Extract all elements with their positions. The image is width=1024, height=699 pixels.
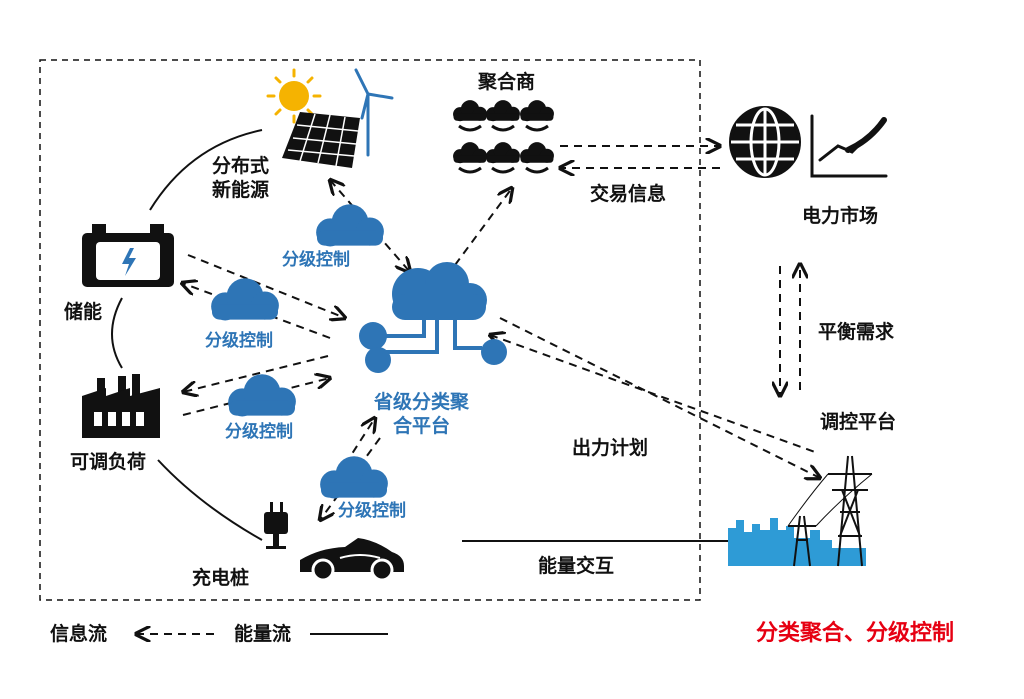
aggregator-cloud-icon xyxy=(453,100,487,122)
edge-graded-control-label-2: 分级控制 xyxy=(205,331,273,351)
plug-icon xyxy=(264,502,288,549)
hand-icon xyxy=(491,166,515,174)
node-charging-pile-label: 充电桩 xyxy=(192,567,250,589)
node-aggregator-label: 聚合商 xyxy=(478,71,536,93)
cloud-icon xyxy=(228,374,296,417)
hand-icon xyxy=(458,124,482,132)
node-provincial-platform-label: 省级分类聚 合平台 xyxy=(374,390,469,438)
edge-energy-interaction-label: 能量交互 xyxy=(538,555,615,577)
node-adjustable-load-label: 可调负荷 xyxy=(70,451,147,473)
edge-balance-demand-label: 平衡需求 xyxy=(818,321,895,343)
node-dispatch-platform-label: 调控平台 xyxy=(820,411,897,433)
graded-control-clouds xyxy=(211,204,388,499)
provincial-platform-cloud-icon xyxy=(359,262,507,373)
platform-boundary xyxy=(39,59,701,601)
edge-graded-control-label-3: 分级控制 xyxy=(225,422,293,442)
hand-icon xyxy=(525,166,549,174)
cloud-icon xyxy=(211,278,279,321)
cloud-icon xyxy=(316,204,384,247)
legend-info-flow-label: 信息流 xyxy=(50,623,108,645)
factory-icon xyxy=(82,374,160,438)
wind-turbine-icon xyxy=(354,68,394,157)
market-chart-icon xyxy=(810,114,888,178)
aggregator-cloud-icon xyxy=(520,142,554,164)
hand-icon xyxy=(458,166,482,174)
solar-panel-icon xyxy=(282,112,360,168)
power-tower-icon xyxy=(787,455,873,567)
node-provincial-platform-line2: 合平台 xyxy=(393,415,451,437)
energy-links xyxy=(111,129,728,542)
edge-graded-control-label-1: 分级控制 xyxy=(282,250,350,270)
node-power-market-label: 电力市场 xyxy=(802,205,879,227)
aggregator-cloud-icon xyxy=(453,142,487,164)
node-distributed-renewable-line1: 分布式 xyxy=(212,155,270,177)
edge-graded-control-label-4: 分级控制 xyxy=(338,501,406,521)
cloud-icon xyxy=(320,456,388,499)
aggregator-cloud-icon xyxy=(520,100,554,122)
aggregator-group-icon xyxy=(453,100,554,174)
legend-energy-flow-label: 能量流 xyxy=(234,623,292,645)
aggregator-cloud-icon xyxy=(486,142,520,164)
aggregator-cloud-icon xyxy=(486,100,520,122)
node-distributed-renewable-line2: 新能源 xyxy=(212,179,270,201)
globe-icon xyxy=(729,106,801,178)
caption-text: 分类聚合、分级控制 xyxy=(756,621,955,646)
edge-output-plan-label: 出力计划 xyxy=(572,437,649,459)
edge-trading-info-label: 交易信息 xyxy=(590,183,667,205)
node-distributed-renewable-label: 分布式 新能源 xyxy=(212,154,269,202)
car-icon xyxy=(300,538,404,582)
battery-icon xyxy=(82,224,174,287)
node-storage-label: 储能 xyxy=(64,301,103,323)
node-provincial-platform-line1: 省级分类聚 xyxy=(374,391,470,413)
info-flows xyxy=(182,146,820,520)
sun-icon xyxy=(266,68,322,124)
hand-icon xyxy=(491,124,515,132)
hand-icon xyxy=(525,124,549,132)
